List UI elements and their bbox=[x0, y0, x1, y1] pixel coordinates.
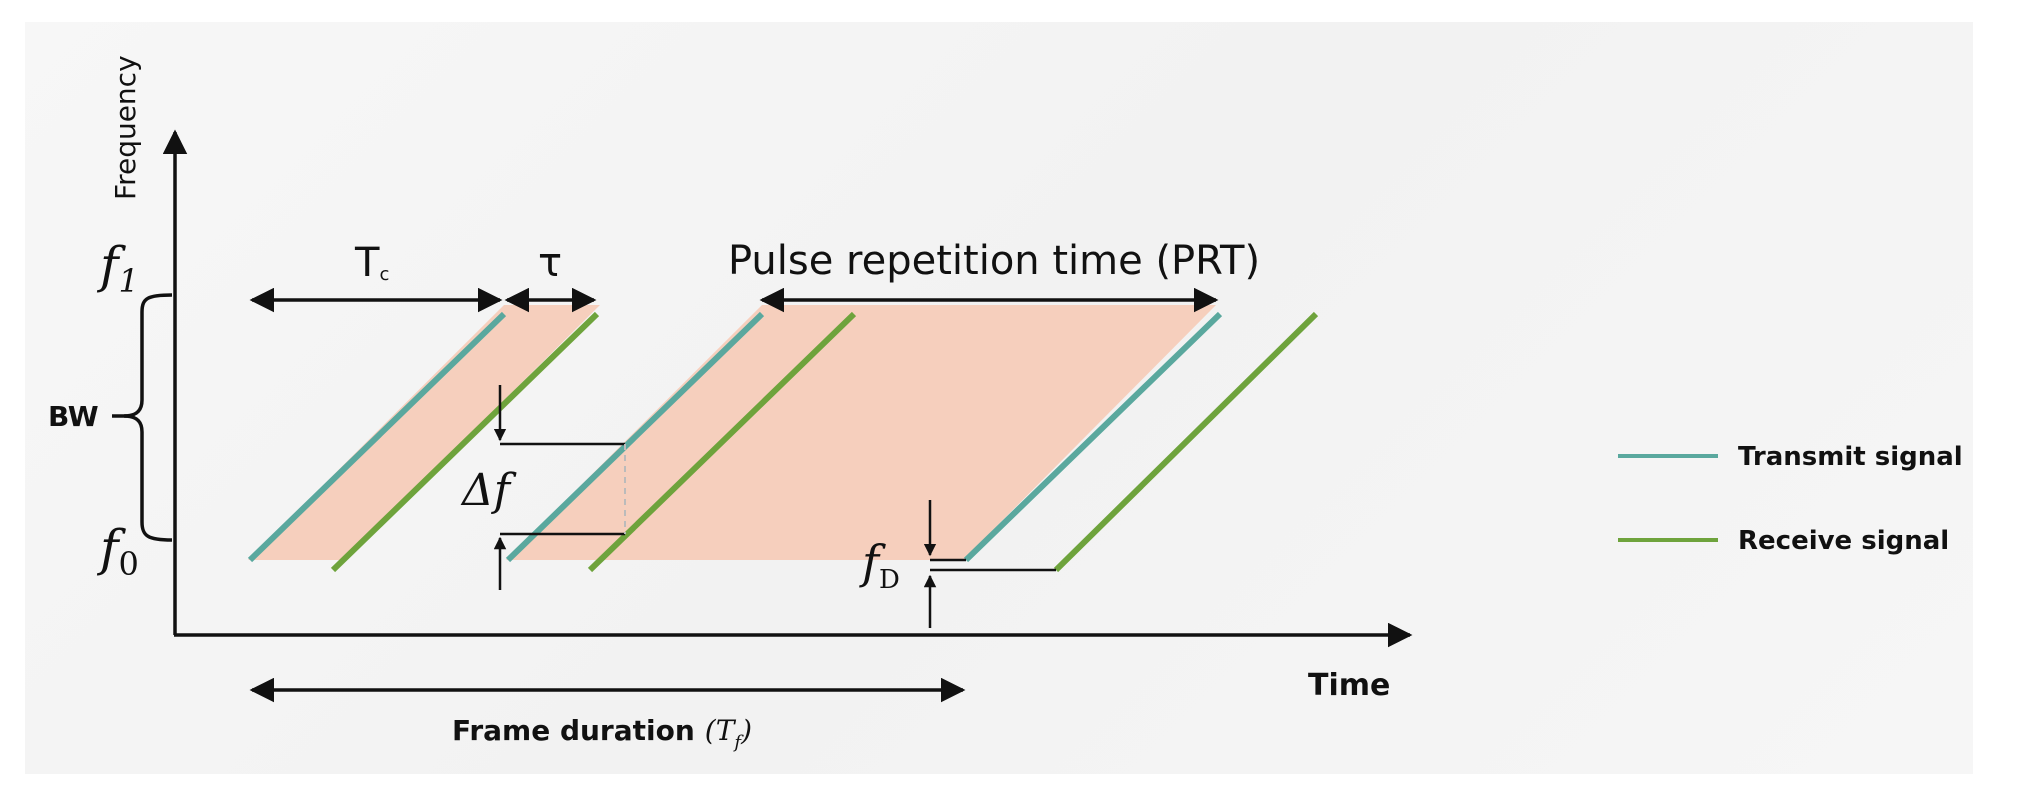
bandwidth-brace bbox=[123, 293, 173, 542]
x-axis-label: Time bbox=[1308, 668, 1390, 703]
shaded-region-prt bbox=[506, 305, 1216, 560]
frame-duration-label: Frame duration(Tf) bbox=[452, 714, 752, 753]
chirp-duration-label: Tc bbox=[354, 240, 389, 286]
prt-label: Pulse repetition time (PRT) bbox=[728, 238, 1260, 284]
legend-transmit-label: Transmit signal bbox=[1738, 442, 1963, 472]
receive-chirp-1 bbox=[330, 311, 600, 573]
bandwidth-label: BW bbox=[48, 400, 99, 433]
transmit-chirp-1 bbox=[247, 311, 507, 563]
y-axis-label: Frequency bbox=[109, 55, 142, 200]
f1-label: f1 bbox=[96, 236, 139, 300]
receive-chirp-2 bbox=[587, 311, 857, 573]
delay-label: τ bbox=[538, 240, 562, 286]
legend-receive-label: Receive signal bbox=[1738, 526, 1949, 556]
shaded-region-chirp-1 bbox=[248, 305, 600, 560]
delta-f-label: Δf bbox=[460, 465, 517, 516]
receive-chirp-3 bbox=[1053, 311, 1319, 573]
transmit-chirp-3 bbox=[963, 311, 1223, 563]
f0-label: f0 bbox=[96, 519, 139, 583]
transmit-chirp-2 bbox=[505, 311, 765, 563]
